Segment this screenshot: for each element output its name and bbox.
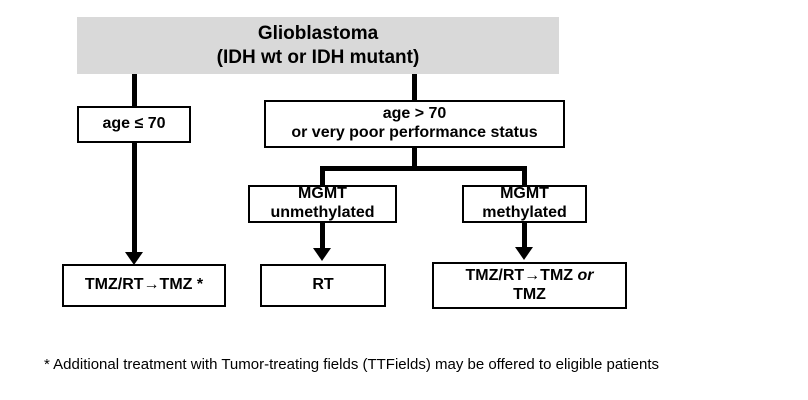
header-line-1: Glioblastoma bbox=[257, 22, 379, 44]
node-mgmt-unmethylated: MGMT unmethylated bbox=[248, 185, 397, 223]
connector-header-to-age-le-70 bbox=[132, 73, 137, 107]
age-le-70-label: age ≤ 70 bbox=[102, 115, 166, 133]
mgmt-methylated-line-1: MGMT bbox=[500, 185, 549, 203]
connector-mgmt-methylated-to-tx-right bbox=[522, 223, 527, 252]
node-glioblastoma-header: Glioblastoma (IDH wt or IDH mutant) bbox=[77, 17, 559, 74]
connector-split-to-mgmt-unmethylated bbox=[320, 166, 325, 187]
tx-rt-label: RT bbox=[312, 276, 334, 294]
mgmt-methylated-line-2: methylated bbox=[482, 204, 567, 221]
mgmt-unmethylated-line-2: unmethylated bbox=[270, 204, 375, 221]
node-treatment-tmz-rt-tmz: TMZ/RT→TMZ * bbox=[62, 264, 226, 307]
header-line-2: (IDH wt or IDH mutant) bbox=[216, 46, 420, 68]
arrowhead-to-rt-icon bbox=[313, 248, 331, 261]
tx-right-line-1-main: TMZ/RT→TMZ bbox=[465, 266, 578, 284]
tx-left-label: TMZ/RT→TMZ * bbox=[84, 276, 204, 294]
node-age-gt-70: age > 70 or very poor performance status bbox=[264, 100, 565, 148]
age-gt-70-line-1: age > 70 bbox=[382, 105, 447, 123]
connector-mgmt-split-bar bbox=[320, 166, 527, 171]
node-mgmt-methylated: MGMT methylated bbox=[462, 185, 587, 223]
connector-age-le-70-to-tx-left bbox=[132, 142, 137, 259]
connector-age-gt-70-stem bbox=[412, 147, 417, 170]
tx-right-line-1: TMZ/RT→TMZ or bbox=[466, 267, 594, 286]
node-age-le-70: age ≤ 70 bbox=[77, 106, 191, 143]
footnote-text: * Additional treatment with Tumor-treati… bbox=[44, 356, 660, 373]
arrowhead-to-tx-right-icon bbox=[515, 247, 533, 260]
mgmt-unmethylated-line-1: MGMT bbox=[298, 185, 347, 203]
tx-right-line-2: TMZ bbox=[513, 285, 546, 303]
age-gt-70-line-2: or very poor performance status bbox=[291, 124, 538, 141]
connector-mgmt-unmethylated-to-rt bbox=[320, 223, 325, 253]
arrowhead-to-tx-left-icon bbox=[125, 252, 143, 265]
connector-split-to-mgmt-methylated bbox=[522, 166, 527, 187]
tx-right-line-1-or: or bbox=[577, 266, 594, 284]
connector-header-to-age-gt-70 bbox=[412, 73, 417, 101]
node-treatment-tmz-rt-tmz-or-tmz: TMZ/RT→TMZ or TMZ bbox=[432, 262, 627, 309]
node-treatment-rt: RT bbox=[260, 264, 386, 307]
